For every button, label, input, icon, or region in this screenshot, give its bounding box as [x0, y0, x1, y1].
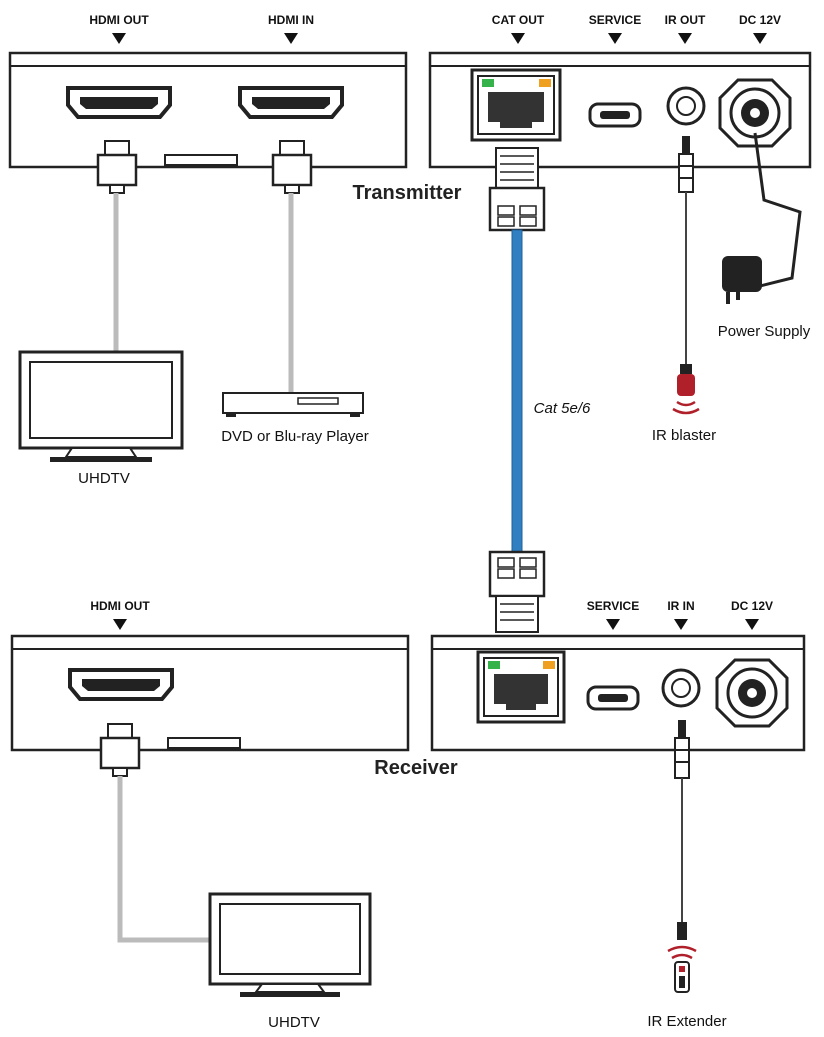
rx-rj45-port-icon: [476, 650, 566, 724]
rx-dc-jack-icon: [715, 658, 789, 728]
rx-hdmi-out-port-icon: [68, 668, 174, 701]
tv-top-label: UHDTV: [78, 470, 130, 487]
receiver-right-panel: SERVICE IR IN DC 12V: [430, 599, 806, 752]
tx-hdmi-out-plug-icon: [96, 140, 138, 194]
tx-rj45-port-icon: [470, 68, 562, 142]
ir-extender-label: IR Extender: [647, 1013, 726, 1030]
rx-hdmi-out-arrow-icon: [113, 619, 127, 630]
rx-dc-arrow-icon: [745, 619, 759, 630]
tx-hdmi-in-plug-icon: [271, 140, 313, 194]
tx-service-arrow-icon: [608, 33, 622, 44]
rx-service-arrow-icon: [606, 619, 620, 630]
tx-left-slot: [164, 154, 238, 166]
tx-dc-arrow-icon: [753, 33, 767, 44]
tx-hdmi-out-label: HDMI OUT: [89, 13, 149, 27]
player-icon: [222, 392, 364, 417]
cat-cable-label: Cat 5e/6: [534, 400, 591, 417]
tx-ir-out-label: IR OUT: [665, 13, 706, 27]
power-supply-label: Power Supply: [718, 323, 811, 340]
tx-ir-out-arrow-icon: [678, 33, 692, 44]
tx-dc-jack-icon: [718, 78, 792, 148]
receiver-title: Receiver: [374, 757, 458, 779]
tx-ir-out-jack-inner: [676, 96, 696, 116]
rx-hdmi-out-label: HDMI OUT: [90, 599, 150, 613]
rx-hdmi-out-plug-icon: [99, 723, 141, 777]
rx-ir-in-arrow-icon: [674, 619, 688, 630]
tx-dc-label: DC 12V: [739, 13, 781, 27]
tx-cat-out-label: CAT OUT: [492, 13, 545, 27]
cat-cable: [511, 229, 523, 553]
player-label: DVD or Blu-ray Player: [221, 428, 369, 445]
tx-service-port-inner: [600, 111, 630, 119]
tv-top-icon: [18, 350, 184, 462]
tx-cat-out-arrow-icon: [511, 33, 525, 44]
transmitter-title: Transmitter: [353, 182, 462, 204]
ir-blaster-icon: [672, 364, 700, 415]
receiver-left-panel: HDMI OUT: [10, 599, 410, 943]
rx-ir-in-label: IR IN: [667, 599, 694, 613]
transmitter-left-panel: HDMI OUT HDMI IN: [8, 13, 408, 393]
rx-left-slot: [167, 737, 241, 749]
tx-left-box: [8, 51, 408, 169]
power-supply-icon: [722, 256, 762, 304]
tv-bottom-label: UHDTV: [268, 1014, 320, 1031]
rx-hdmi-out-cable: [117, 776, 212, 943]
ir-blaster-label: IR blaster: [652, 427, 716, 444]
tx-hdmi-in-port-icon: [238, 86, 344, 119]
transmitter-right-panel: CAT OUT SERVICE IR OUT DC 12V: [428, 13, 812, 169]
tv-bottom-icon: [208, 892, 372, 997]
tx-hdmi-out-port-icon: [66, 86, 172, 119]
rx-service-label: SERVICE: [587, 599, 639, 613]
power-cord: [753, 132, 802, 288]
tx-hdmi-in-label: HDMI IN: [268, 13, 314, 27]
ir-extender-plug-icon: [674, 720, 690, 779]
rx-service-port-inner: [598, 694, 628, 702]
rx-ir-in-jack-inner: [671, 678, 691, 698]
tx-service-label: SERVICE: [589, 13, 641, 27]
ir-extender-icon: [667, 922, 697, 993]
tx-rj45-plug-icon: [488, 147, 546, 232]
rx-left-box: [10, 634, 410, 752]
tx-hdmi-in-arrow-icon: [284, 33, 298, 44]
rx-dc-label: DC 12V: [731, 599, 773, 613]
rx-rj45-plug-icon: [488, 550, 546, 633]
tx-hdmi-out-arrow-icon: [112, 33, 126, 44]
